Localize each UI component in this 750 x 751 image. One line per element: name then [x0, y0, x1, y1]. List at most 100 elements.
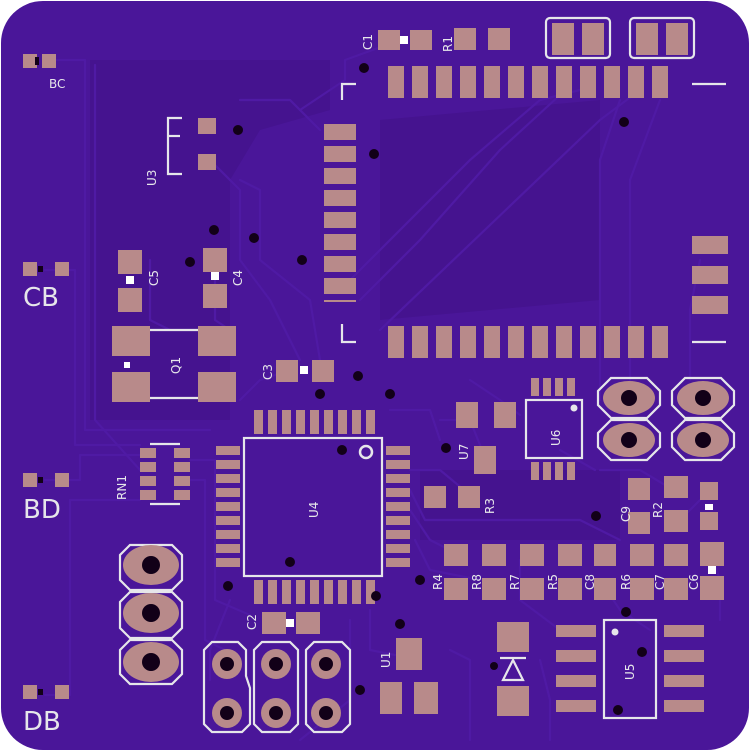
via	[619, 117, 629, 127]
c5-polarity-mark	[126, 276, 134, 284]
u7-pad-1	[456, 402, 478, 428]
module-corner-top-left	[340, 82, 356, 100]
u4-top-pin-3	[282, 410, 291, 434]
c4-pad-2	[203, 284, 227, 308]
via	[337, 445, 347, 455]
component-r1: R1	[441, 28, 510, 52]
u5-pad-3	[556, 675, 596, 687]
rn1-pad-3	[140, 476, 156, 486]
header-left-outline-1	[118, 543, 184, 592]
bc-pad-gap	[35, 57, 39, 65]
u4-bottom-pin-3	[282, 580, 291, 604]
u5-pad-8	[664, 700, 704, 712]
u4-top-pin-1	[254, 410, 263, 434]
header-2x3-hole-1	[220, 657, 234, 671]
top-right-a-outline	[544, 16, 612, 60]
r4-label: R4	[431, 574, 445, 590]
module-top-pad-11	[628, 66, 644, 98]
u4-right-pin-5	[386, 502, 410, 511]
u4-bottom-pin-2	[268, 580, 277, 604]
oval-conn-right-outline-2	[670, 418, 736, 462]
module-top-pad-5	[484, 66, 500, 98]
u4-top-pin-9	[366, 410, 375, 434]
bd-pad-2	[55, 473, 69, 487]
u4-right-pin-9	[386, 558, 410, 567]
u4-top-pin-5	[310, 410, 319, 434]
component-c9: C9	[619, 478, 650, 534]
component-r5: R5	[546, 544, 582, 600]
header-left-3pin	[118, 543, 184, 686]
u6-pad-1	[531, 378, 539, 396]
top-right-b-outline	[628, 16, 696, 60]
module-top-pad-3	[436, 66, 452, 98]
bd-pad-1	[23, 473, 37, 487]
component-diode	[490, 622, 529, 716]
header-2x3-outline-3	[304, 640, 352, 734]
u6-pin1-mark	[570, 404, 578, 412]
c5-pad-2	[118, 288, 142, 312]
component-r2: R2	[651, 476, 688, 532]
u5-pin1-mark	[611, 628, 619, 636]
top-right-b-pad-2	[666, 23, 688, 55]
c7-label: C7	[653, 574, 667, 590]
u5-pad-6	[664, 650, 704, 662]
u4-top-pin-4	[296, 410, 305, 434]
r1-pad-1	[454, 28, 476, 50]
r8-label: R8	[470, 574, 484, 590]
component-r3: R3	[424, 486, 497, 514]
module-left-pad-9-edge	[324, 300, 356, 302]
r7-pad-2	[520, 578, 544, 600]
header-2x3-outline-1	[202, 640, 252, 734]
r8-pad-2	[482, 578, 506, 600]
u5-outline	[602, 618, 658, 720]
header-2x3-hole-4	[220, 706, 234, 720]
rn1-pad-8	[174, 490, 190, 500]
r3-pad-1	[424, 486, 446, 508]
module-top-pad-2	[412, 66, 428, 98]
c2-pad-2	[296, 612, 320, 634]
u4-right-pin-8	[386, 544, 410, 553]
module-bottom-pad-4	[460, 326, 476, 358]
c1-pad-2	[410, 30, 432, 50]
component-r6: R6	[619, 544, 654, 600]
top-right-a-pad-1	[552, 23, 574, 55]
r2-label: R2	[651, 502, 665, 518]
component-u3: U3	[145, 116, 216, 186]
header-2x3-hole-2	[269, 657, 283, 671]
component-c8: C8	[583, 544, 616, 600]
oval-conn-left-outline-1	[596, 376, 662, 420]
module-bottom-pad-8	[556, 326, 572, 358]
rn1-pad-7	[174, 476, 190, 486]
u4-left-pin-4	[216, 488, 240, 497]
via	[233, 125, 243, 135]
db-pad-1	[23, 685, 37, 699]
u4-top-pin-8	[352, 410, 361, 434]
u4-left-pin-5	[216, 502, 240, 511]
module-left-pad-column	[324, 124, 356, 302]
module-bottom-pad-12	[652, 326, 668, 358]
bc-pad-2	[42, 54, 56, 68]
header-left-outline-2	[118, 590, 184, 640]
header-left-outline-3	[118, 638, 184, 686]
c3-label: C3	[261, 364, 275, 380]
c3-polarity-mark	[300, 366, 308, 374]
module-top-pad-4	[460, 66, 476, 98]
u4-right-pin-4	[386, 488, 410, 497]
c1-label: C1	[361, 34, 375, 50]
module-bottom-pad-10	[604, 326, 620, 358]
q1-pad-2	[112, 372, 150, 402]
c3-pad-1	[276, 360, 298, 382]
header-2x3	[202, 640, 352, 734]
top-right-b-pad-1	[636, 23, 658, 55]
connector-db: DB	[23, 685, 69, 737]
via	[591, 511, 601, 521]
r8-pad-1	[482, 544, 506, 566]
module-bottom-pad-7	[532, 326, 548, 358]
via	[315, 389, 325, 399]
header-left-hole-1	[142, 556, 160, 574]
header-2x3-outline-2	[252, 640, 300, 734]
module-left-pad-6	[324, 234, 356, 250]
u5-pad-5	[664, 625, 704, 637]
rn1-pad-4	[140, 490, 156, 500]
